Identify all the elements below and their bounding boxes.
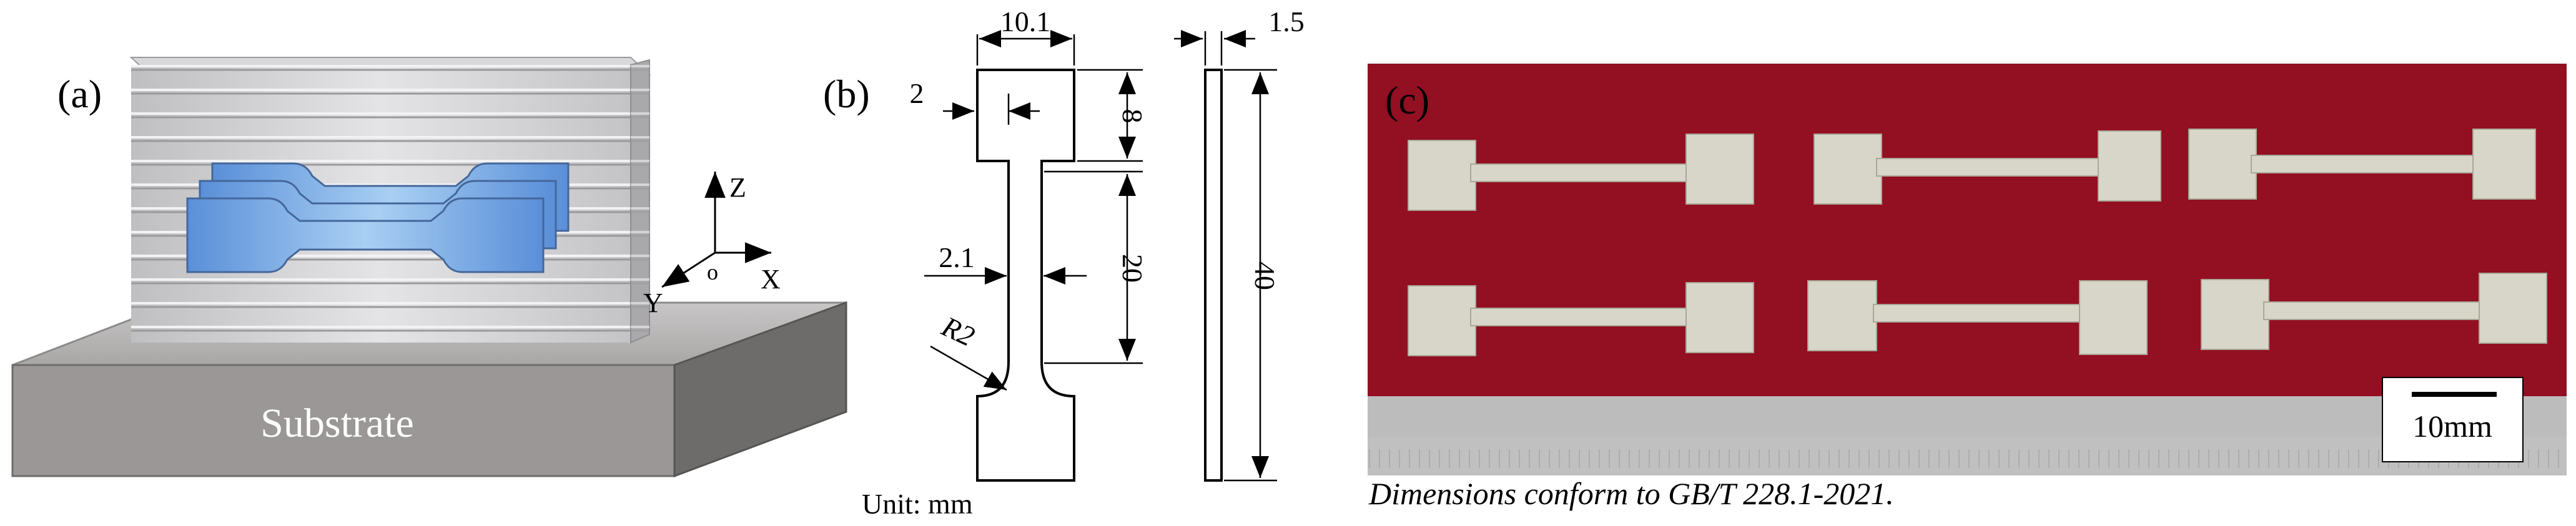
axis-y-label: Y: [643, 288, 663, 318]
specimen-1: [1408, 134, 1754, 211]
dim-grip-width: 10.1: [1000, 6, 1051, 37]
specimen-2: [1814, 130, 2161, 205]
specimen-5: [1807, 280, 2148, 355]
panel-b-label: (b): [823, 72, 870, 116]
dim-total-length: 40: [1249, 261, 1281, 290]
panel-c: 10mm (c) Dimensions conform to GB/T 228.…: [1368, 64, 2567, 511]
scale-bar-box: [2382, 377, 2524, 462]
substrate-label: Substrate: [260, 401, 414, 446]
dim-gauge-width: 2.1: [939, 241, 975, 273]
dim-grip-offset: 2: [910, 77, 924, 109]
specimen-3: [2188, 129, 2536, 200]
axis-z-label: Z: [729, 172, 746, 203]
unit-note: Unit: mm: [862, 488, 973, 520]
coordinate-axes: [661, 172, 771, 288]
panel-c-label: (c): [1385, 78, 1429, 122]
axis-origin-label: o: [707, 260, 718, 285]
dimension-lines: [924, 30, 1277, 482]
dim-gauge-length: 20: [1117, 254, 1148, 283]
dim-fillet-radius: R2: [937, 310, 980, 353]
embedded-specimens: [186, 162, 570, 273]
ruler: [1368, 396, 2567, 475]
specimen-side-view: [1204, 69, 1223, 482]
panel-a-label: (a): [57, 72, 102, 116]
axis-x-label: X: [761, 264, 781, 295]
specimen-shape-front: [186, 197, 545, 273]
panel-b: (b): [823, 6, 1305, 520]
panel-a: Substrate Z X Y o (a): [11, 57, 847, 478]
dim-grip-length: 8: [1117, 109, 1148, 124]
specimen-front-view: [976, 69, 1075, 482]
dim-thickness: 1.5: [1268, 6, 1305, 37]
figure-caption: Dimensions conform to GB/T 228.1-2021.: [1368, 476, 1894, 511]
scale-bar-label: 10mm: [2412, 409, 2492, 444]
specimen-photos: [1408, 129, 2547, 356]
specimen-4: [1408, 282, 1754, 356]
specimen-6: [2201, 273, 2547, 350]
